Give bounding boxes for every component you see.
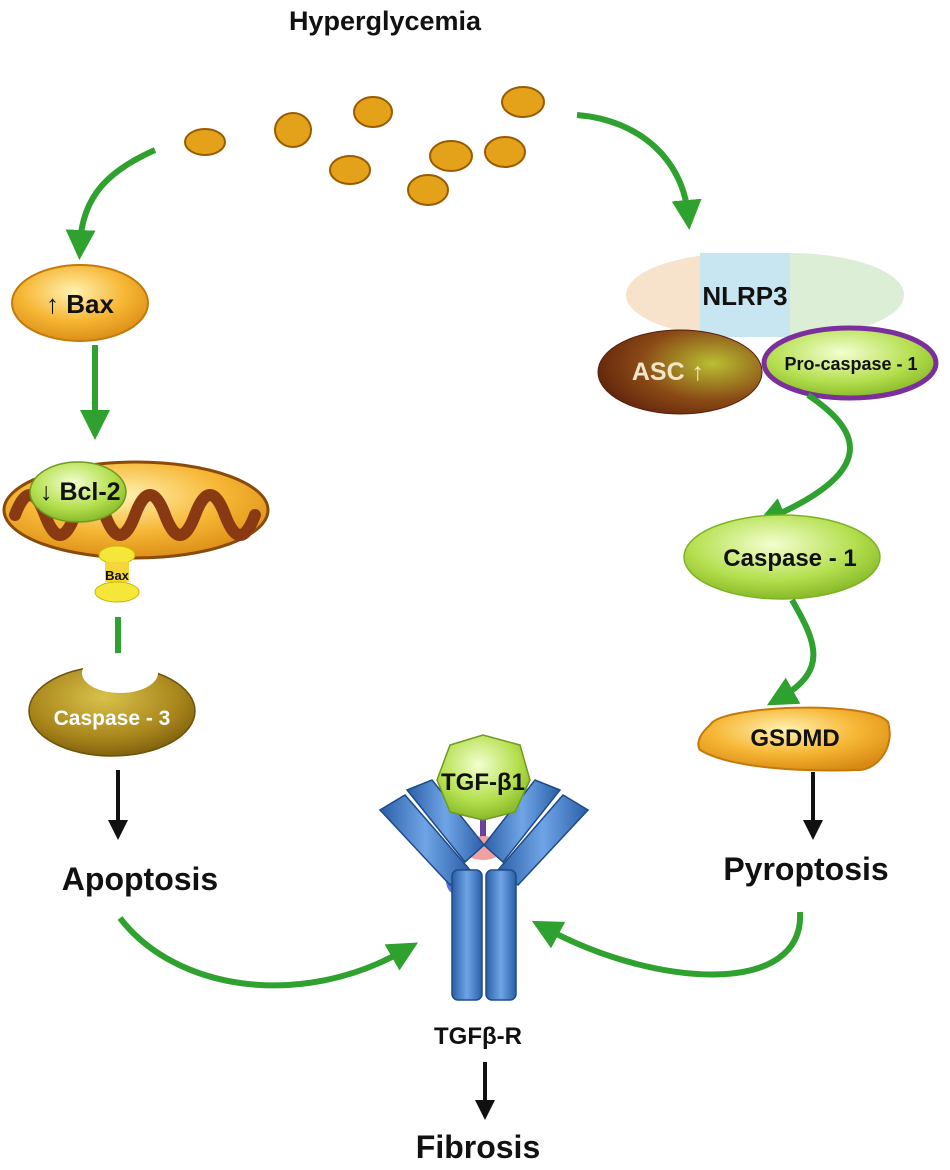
arrow-pyroptosis-to-receptor (531, 911, 804, 978)
tgf-receptor (378, 740, 590, 1001)
arrow-to-gsdmd (766, 598, 817, 706)
pro-caspase1-label: Pro-caspase - 1 (784, 354, 917, 374)
caspase1-node (683, 514, 881, 600)
glucose-dot (274, 112, 312, 148)
title-hyperglycemia: Hyperglycemia (289, 6, 482, 36)
glucose-dot (407, 174, 449, 206)
bcl2-down-label: ↓ Bcl-2 (40, 478, 121, 506)
glucose-dot (184, 128, 226, 156)
nlrp3-node (626, 253, 904, 337)
fibrosis-label: Fibrosis (416, 1129, 540, 1165)
arrow-to-caspase1 (756, 392, 853, 526)
pro-caspase1-node (761, 325, 939, 401)
tgfb-r-label: TGFβ-R (434, 1023, 522, 1050)
asc-up-label: ASC ↑ (632, 358, 704, 386)
bax-node (11, 264, 149, 342)
glucose-dot (484, 136, 526, 168)
tgf-beta1-label: TGF-β1 (441, 769, 525, 796)
glucose-dot (501, 86, 545, 118)
caspase3-label: Caspase - 3 (54, 707, 171, 730)
asc-node (597, 329, 763, 415)
nlrp3-label: NLRP3 (702, 281, 787, 311)
caspase1-label: Caspase - 1 (723, 545, 856, 572)
glucose-dot (429, 140, 473, 172)
tgf-beta1-ligand (436, 734, 531, 821)
gsdmd-label: GSDMD (750, 725, 839, 752)
apoptosis-label: Apoptosis (62, 861, 218, 897)
bax-up-label: ↑ Bax (46, 289, 114, 319)
glucose-molecules (184, 86, 545, 206)
bcl2-node (29, 461, 127, 523)
gsdmd-node (697, 706, 891, 772)
caspase3-node (28, 653, 196, 757)
glucose-dot (353, 96, 393, 128)
bax-pore (94, 545, 140, 603)
pyroptosis-label: Pyroptosis (723, 851, 888, 887)
arrow-to-nlrp3 (576, 112, 702, 230)
glucose-dot (329, 155, 371, 185)
arrow-to-bax (65, 147, 157, 260)
arrow-apoptosis-to-receptor (117, 916, 419, 989)
bax-small-label: Bax (105, 568, 130, 583)
